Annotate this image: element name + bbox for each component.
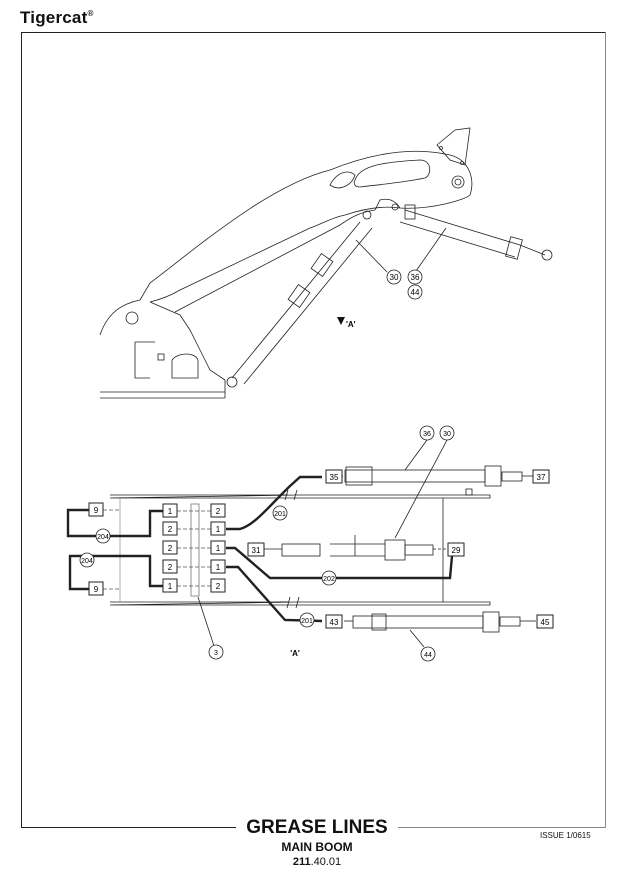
base-frame <box>100 301 226 393</box>
upper-callouts: 30 36 44 'A' <box>337 269 423 329</box>
leader-36 <box>415 227 447 272</box>
brand-logo: Tigercat® <box>20 8 94 28</box>
port-right-4: 1 <box>216 563 221 572</box>
cylinder-36-end <box>505 236 523 260</box>
callout-30-circle <box>386 269 402 285</box>
cylinder-30-body <box>231 221 373 385</box>
frame-bottom-right-line <box>398 827 606 828</box>
fitting-9-top: 9 <box>94 506 99 515</box>
boom-plate-top <box>109 494 491 499</box>
base-opening <box>171 353 199 379</box>
cylinder-36-body <box>399 209 521 258</box>
port-right-5: 2 <box>216 582 221 591</box>
cylinder-30-barrel-left <box>281 543 321 557</box>
document-number: 211.40.01 <box>236 856 398 868</box>
fitting-29: 29 <box>452 546 461 555</box>
cylinder-30-clamp-lower <box>287 284 311 308</box>
view-marker-a: 'A' <box>346 320 356 329</box>
cylinder-44-barrel <box>352 615 484 629</box>
base-bracket <box>134 341 155 379</box>
cylinder-36-rod-eye <box>541 249 553 261</box>
port-left-3: 2 <box>168 544 173 553</box>
boom-bracket <box>436 127 471 166</box>
grease-hoses <box>66 475 454 623</box>
callout-44-circle <box>407 284 423 300</box>
boom-pivot <box>451 175 465 189</box>
brand-name: Tigercat <box>20 8 88 27</box>
cylinder-30-rod-eye <box>226 376 238 388</box>
port-right-1: 2 <box>216 507 221 516</box>
cylinder-30-clamp <box>384 539 406 561</box>
callout-36: 36 <box>411 273 420 282</box>
callout-44-lower: 44 <box>424 652 432 659</box>
view-arrow-icon <box>337 317 345 325</box>
port-left-5: 1 <box>168 582 173 591</box>
callout-202: 202 <box>323 576 335 583</box>
callout-36-lower: 36 <box>423 431 431 438</box>
cylinder-30-clamp-upper <box>310 253 334 277</box>
callout-44: 44 <box>411 288 420 297</box>
boom-hole-small <box>329 171 356 189</box>
frame-right-edge <box>605 32 606 828</box>
registered-mark: ® <box>87 9 94 18</box>
fitting-9-bottom: 9 <box>94 585 99 594</box>
callout-30: 30 <box>390 273 399 282</box>
hose-204-top <box>66 508 163 538</box>
leader-30 <box>355 239 388 273</box>
port-right-3: 1 <box>216 544 221 553</box>
doc-number-major: 211 <box>292 856 311 868</box>
callout-204-bottom: 204 <box>81 558 93 565</box>
port-right-2: 1 <box>216 525 221 534</box>
boom-window <box>353 159 431 188</box>
boom-plate-bottom <box>109 601 491 606</box>
boom-outline <box>99 150 473 336</box>
base-pivot <box>125 311 139 325</box>
fitting-37: 37 <box>537 473 546 482</box>
drawing-subtitle: MAIN BOOM <box>281 840 353 854</box>
callout-3: 3 <box>214 650 218 657</box>
fitting-boxes: 9 9 35 37 31 29 43 45 <box>88 469 554 629</box>
cylinder-36-clamp <box>404 204 416 220</box>
circle-callouts: 204 204 201 201 202 3 36 30 44 <box>79 425 455 662</box>
port-left-2: 2 <box>168 525 173 534</box>
callout-204-top: 204 <box>97 534 109 541</box>
cylinder-36-barrel <box>344 469 486 483</box>
issue-label: ISSUE 1/0615 <box>540 831 591 840</box>
boom-lower-edge <box>174 198 401 313</box>
hose-202 <box>226 546 454 580</box>
cylinder-36-clamp <box>345 466 373 486</box>
link-pin <box>362 210 372 220</box>
fitting-31: 31 <box>252 546 261 555</box>
fitting-35: 35 <box>330 473 339 482</box>
lower-labels: 1 2 2 1 2 1 2 1 1 2 9 9 35 37 31 29 43 4… <box>79 425 554 662</box>
hose-204-bottom <box>68 554 163 591</box>
fitting-43: 43 <box>330 618 339 627</box>
port-left-1: 1 <box>168 507 173 516</box>
hose-201-top <box>226 475 322 531</box>
view-label-a: 'A' <box>290 649 300 658</box>
callout-36-circle <box>407 269 423 285</box>
fitting-45: 45 <box>541 618 550 627</box>
callout-30-lower: 30 <box>443 431 451 438</box>
drawing-title: GREASE LINES <box>246 817 388 838</box>
port-left-4: 2 <box>168 563 173 572</box>
doc-number-minor: .40.01 <box>310 856 342 868</box>
frame-bottom-left-line <box>21 827 236 828</box>
manifold-ports: 1 2 2 1 2 1 2 1 1 2 <box>162 503 226 593</box>
callout-201-top: 201 <box>274 511 286 518</box>
callout-201-bottom: 201 <box>301 618 313 625</box>
manifold-block <box>190 503 200 597</box>
upper-boom-view <box>99 127 553 399</box>
